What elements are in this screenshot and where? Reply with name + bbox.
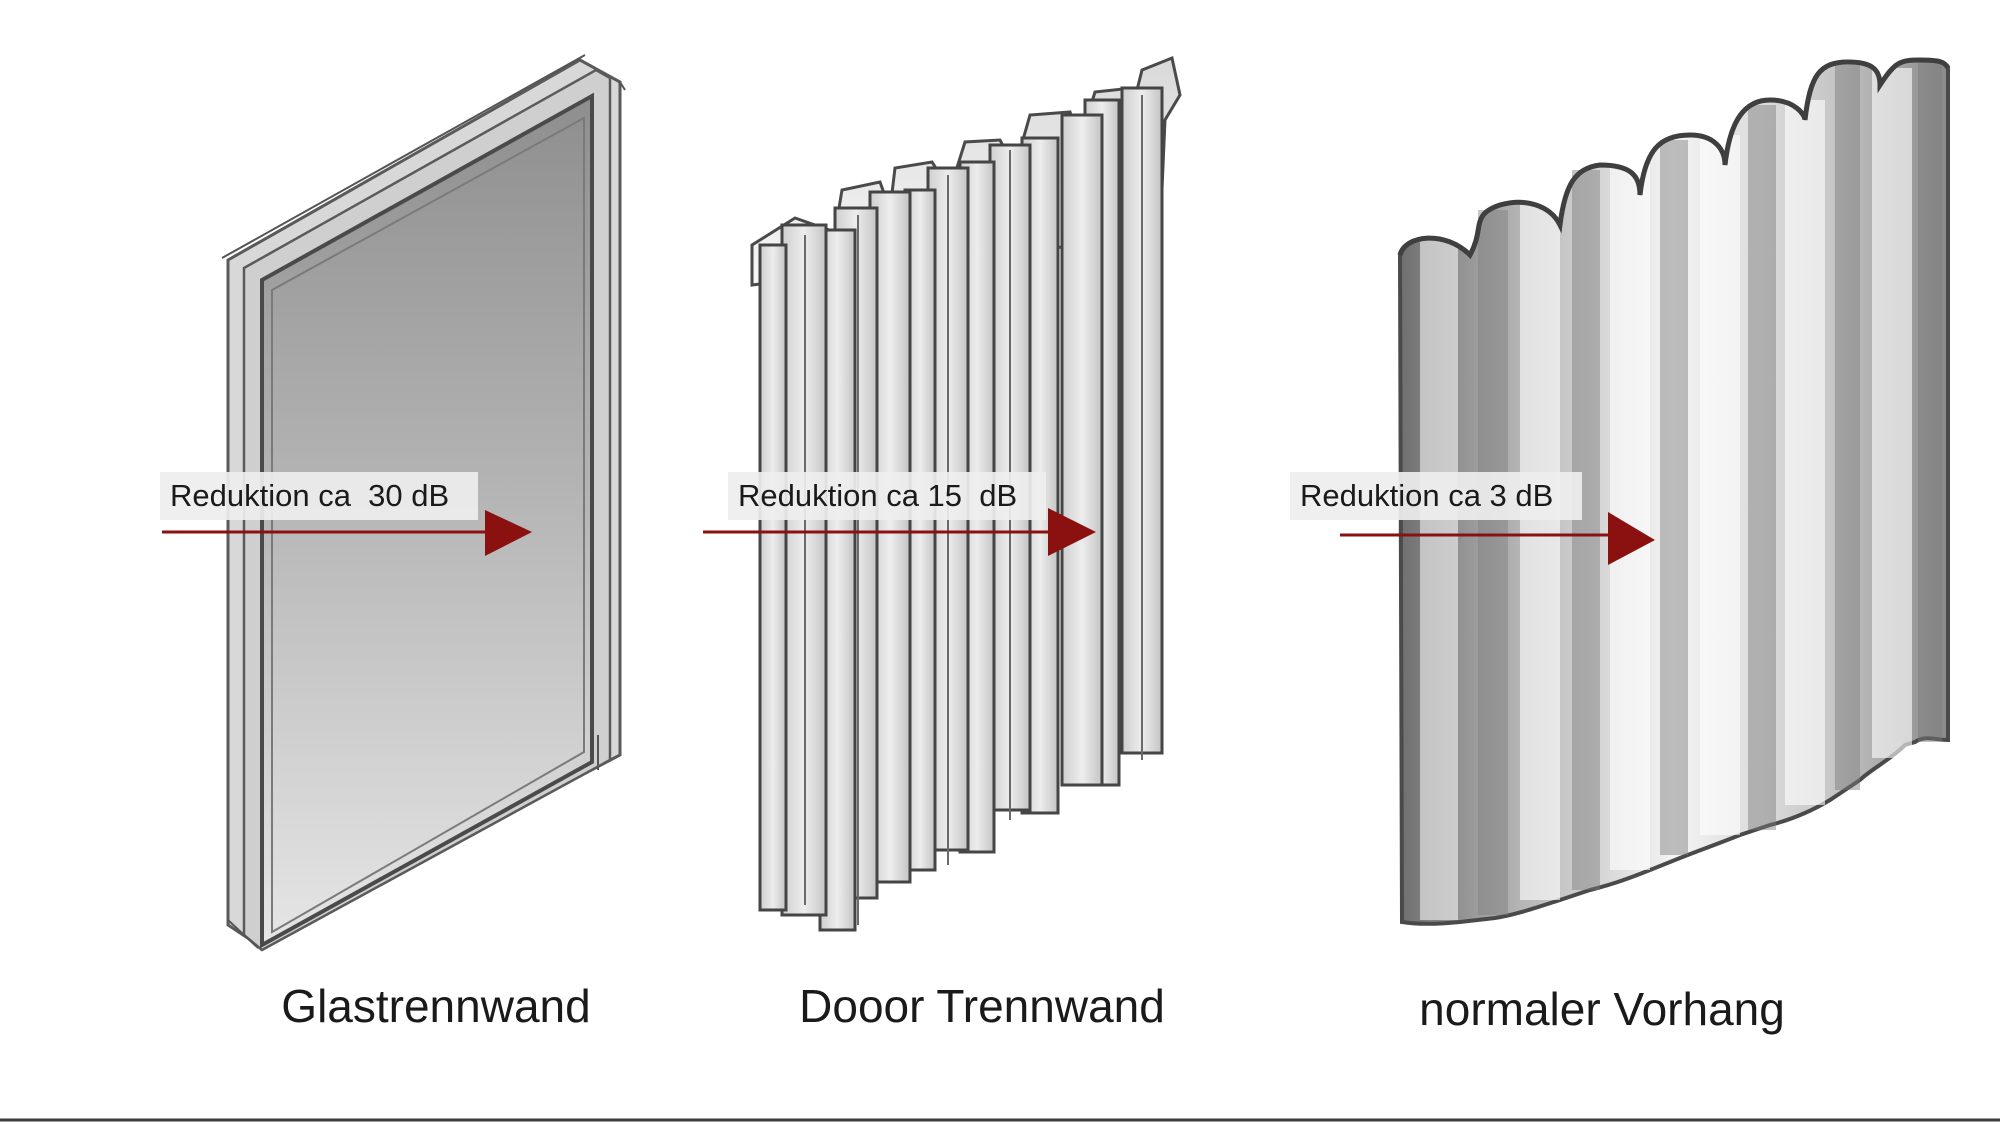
dooor-partition-illustration [750,55,1182,932]
dooor-caption: Dooor Trennwand [799,980,1165,1032]
glass-reduction-callout: Reduktion ca 30 dB [160,472,532,556]
glass-reduction-label-box [160,472,478,520]
curtain-reduction-callout: Reduktion ca 3 dB [1290,472,1655,565]
curtain-reduction-label-box [1290,472,1582,520]
dooor-reduction-label: Reduktion ca 15 dB [738,478,1017,513]
curtain-illustration [1397,57,1951,926]
glass-arrow-head [485,510,532,556]
dooor-reduction-callout: Reduktion ca 15 dB [703,472,1096,556]
curtain-arrow-head [1608,512,1655,565]
curtain-caption: normaler Vorhang [1419,983,1785,1035]
glass-partition-illustration [221,54,626,952]
dooor-arrow-head [1048,508,1096,556]
glass-caption: Glastrennwand [281,980,590,1032]
curtain-reduction-label: Reduktion ca 3 dB [1300,478,1553,513]
glass-reduction-label: Reduktion ca 30 dB [170,478,449,513]
dooor-reduction-label-box [728,472,1046,520]
